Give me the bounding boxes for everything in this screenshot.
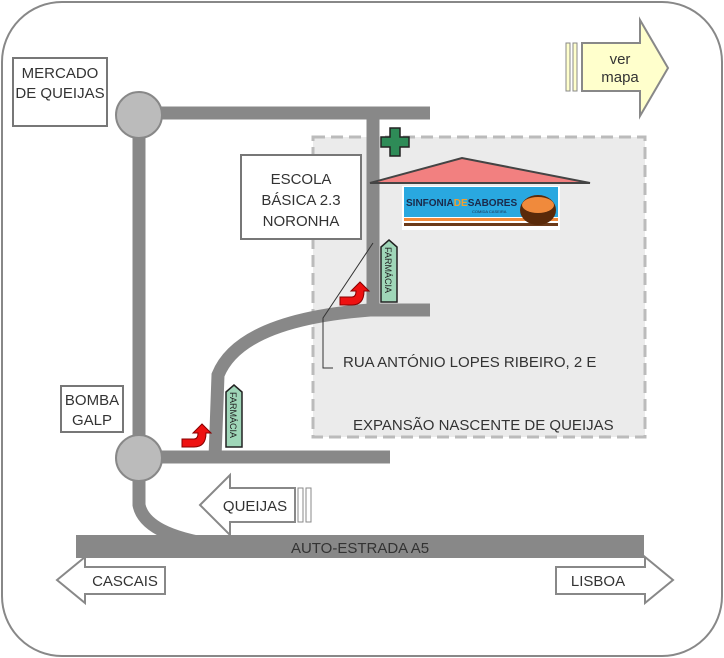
- highway: [76, 535, 644, 558]
- pharmacy-cross-icon: [380, 127, 410, 157]
- road-curve: [208, 303, 430, 459]
- svg-text:BOMBA: BOMBA: [65, 392, 119, 409]
- highway-label: AUTO-ESTRADA A5: [291, 540, 429, 557]
- direction-lisboa: LISBOA: [555, 554, 675, 606]
- roundabout-north: [115, 91, 163, 139]
- svg-text:MERCADO: MERCADO: [22, 65, 99, 82]
- svg-text:FARMÁCIA: FARMÁCIA: [228, 392, 238, 438]
- svg-text:CASCAIS: CASCAIS: [92, 573, 158, 590]
- svg-text:NORONHA: NORONHA: [263, 213, 340, 230]
- svg-text:QUEIJAS: QUEIJAS: [223, 498, 287, 515]
- svg-text:ESCOLA: ESCOLA: [271, 171, 332, 188]
- restaurant-roof: [369, 156, 591, 184]
- turn-arrow-icon: [181, 423, 213, 448]
- ver-mapa-button[interactable]: ver mapa: [565, 16, 670, 120]
- svg-text:GALP: GALP: [72, 412, 112, 429]
- turn-arrow-icon: [339, 281, 371, 306]
- svg-text:FARMÁCIA: FARMÁCIA: [383, 247, 393, 293]
- address-label: RUA ANTÓNIO LOPES RIBEIRO, 2 E: [343, 354, 596, 371]
- svg-text:COMIDA CASEIRA: COMIDA CASEIRA: [472, 209, 507, 214]
- address-pointer: [322, 242, 374, 369]
- direction-cascais: CASCAIS: [55, 554, 166, 606]
- restaurant-logo: SINFONIADESABORES COMIDA CASEIRA: [402, 186, 560, 230]
- roundabout-south: [115, 434, 163, 482]
- svg-text:mapa: mapa: [601, 69, 639, 86]
- place-escola: ESCOLA BÁSICA 2.3 NORONHA: [240, 154, 362, 240]
- svg-text:ver: ver: [610, 51, 631, 68]
- svg-text:LISBOA: LISBOA: [571, 573, 625, 590]
- pharmacy-sign-north: FARMÁCIA: [380, 239, 398, 303]
- svg-text:BÁSICA 2.3: BÁSICA 2.3: [261, 192, 340, 209]
- place-bomba: BOMBA GALP: [60, 385, 124, 433]
- area-label: EXPANSÃO NASCENTE DE QUEIJAS: [353, 417, 614, 434]
- svg-text:DE QUEIJAS: DE QUEIJAS: [15, 85, 104, 102]
- svg-text:SINFONIADESABORES: SINFONIADESABORES: [406, 198, 517, 209]
- pharmacy-sign-south: FARMÁCIA: [225, 384, 243, 448]
- direction-queijas: QUEIJAS: [198, 472, 312, 538]
- place-mercado: MERCADO DE QUEIJAS: [12, 57, 108, 127]
